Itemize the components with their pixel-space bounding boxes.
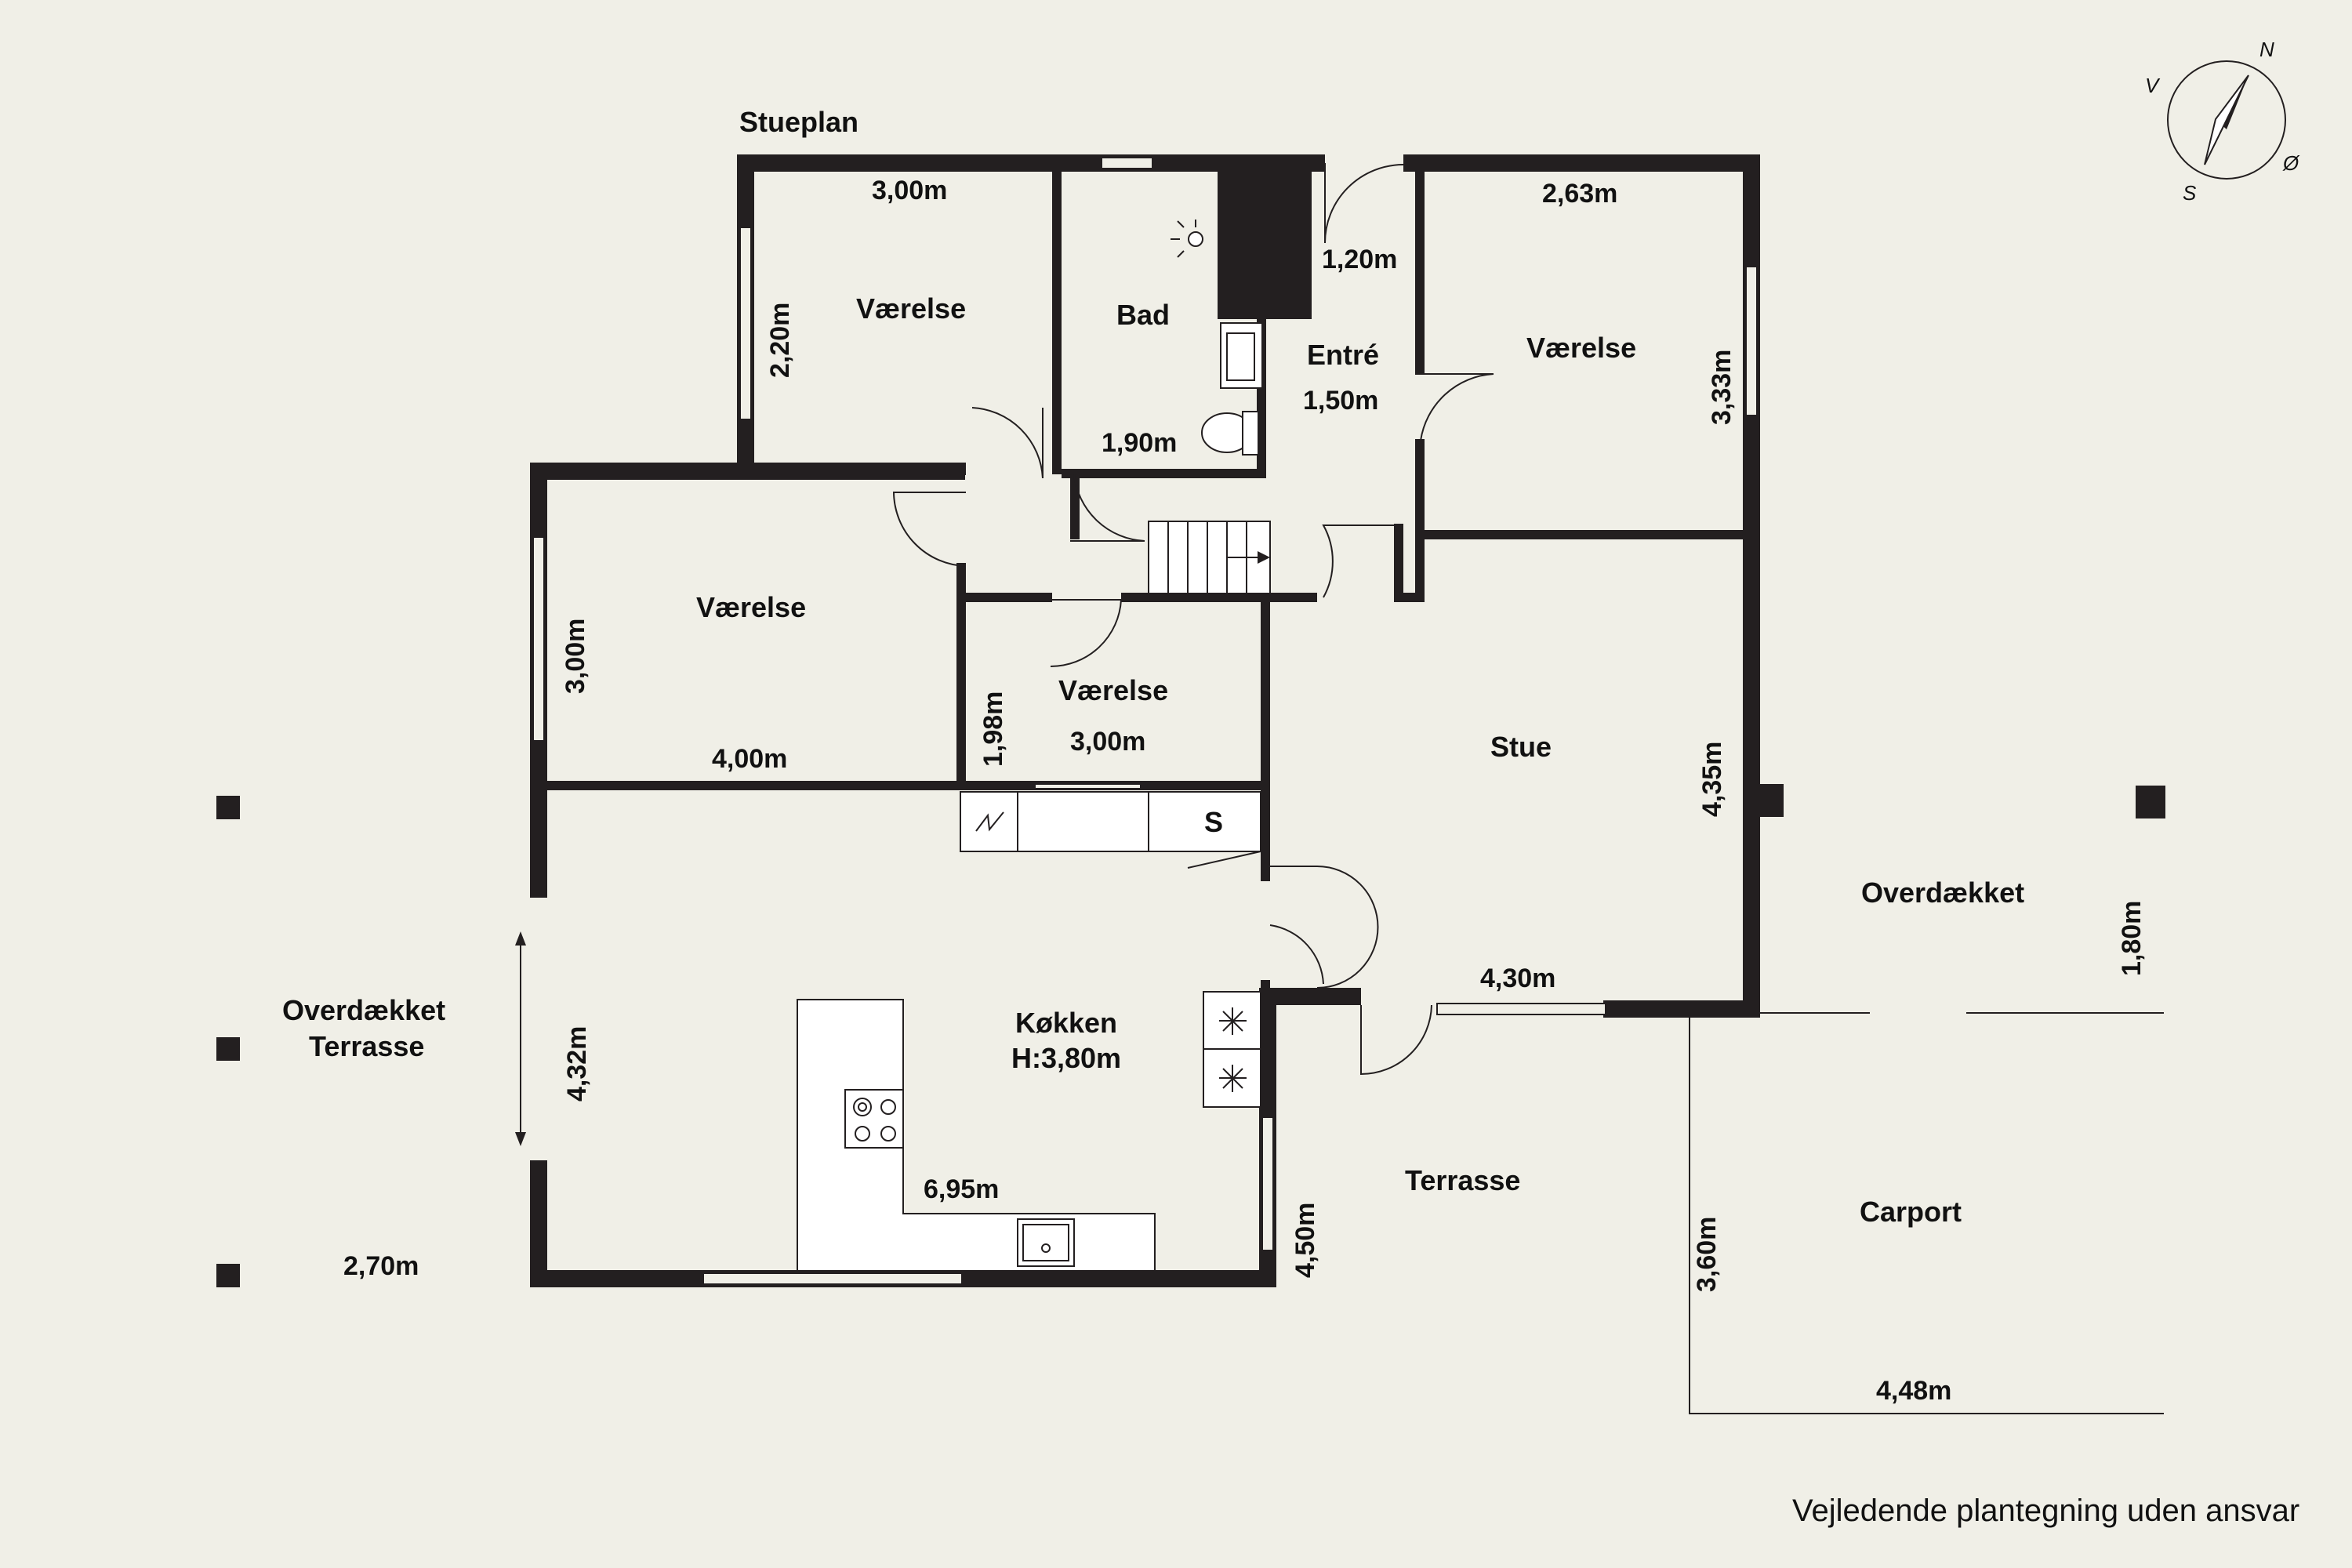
door-swings: [892, 163, 1494, 1076]
room-overdaekket-terrasse-1: Overdækket: [282, 994, 445, 1026]
kitchen-s-mark: S: [1204, 806, 1223, 838]
dim-entre-w: 1,50m: [1303, 386, 1378, 416]
exterior-lines: [515, 931, 2164, 1414]
compass-s: S: [2183, 181, 2197, 205]
room-carport: Carport: [1860, 1196, 1962, 1228]
dim-kokken-h: 4,32m: [562, 1026, 592, 1102]
labels: Stueplan Værelse 3,00m 2,20m Bad 1,90m 1…: [282, 106, 2299, 1528]
shower-rays: [1171, 220, 1196, 258]
dim-vaerelse-ne-h: 3,33m: [1707, 350, 1737, 425]
dim-carport-h: 3,60m: [1692, 1217, 1722, 1292]
room-vaerelse-nw: Værelse: [856, 292, 966, 325]
dim-overdaekket-h: 1,80m: [2117, 901, 2147, 976]
room-entre: Entré: [1307, 339, 1379, 371]
room-vaerelse-small: Værelse: [1058, 674, 1168, 706]
sink-icon: [1220, 322, 1263, 389]
dim-terrasse-w: 2,70m: [343, 1251, 419, 1281]
dim-vaerelse-small-h: 1,98m: [978, 691, 1008, 767]
dim-vaerelse-ne-w: 2,63m: [1542, 179, 1617, 209]
dim-vaerelse-small-w: 3,00m: [1070, 727, 1145, 757]
room-overdaekket: Overdækket: [1861, 877, 2024, 909]
plan-title: Stueplan: [739, 106, 858, 138]
dim-entre-top: 1,20m: [1322, 245, 1397, 274]
room-overdaekket-terrasse-2: Terrasse: [309, 1030, 424, 1062]
shower-icon: [1188, 231, 1203, 247]
compass-o: Ø: [2282, 151, 2300, 175]
dim-vaerelse-nw-h: 2,20m: [765, 303, 795, 378]
bathroom-fixtures: [1171, 220, 1263, 456]
dim-bad-w: 1,90m: [1102, 428, 1177, 458]
room-stue: Stue: [1490, 731, 1552, 763]
room-terrasse: Terrasse: [1405, 1164, 1520, 1196]
electric-panel-icon: [975, 811, 1004, 832]
freezer-icon: [1219, 1007, 1247, 1092]
room-vaerelse-ne: Værelse: [1526, 332, 1636, 364]
dim-vaerelse-w-h: 3,00m: [561, 619, 590, 694]
room-vaerelse-w: Værelse: [696, 591, 806, 623]
windows: [532, 157, 1758, 1285]
room-bad: Bad: [1116, 299, 1170, 331]
compass-v: V: [2145, 74, 2161, 97]
compass-n: N: [2259, 38, 2274, 61]
compass: N S V Ø: [2145, 38, 2300, 205]
kitchen-fixtures: [797, 791, 1261, 1272]
dim-stue-h: 4,35m: [1697, 742, 1727, 817]
room-kokken-height: H:3,80m: [1011, 1042, 1121, 1074]
dim-vaerelse-nw-w: 3,00m: [872, 176, 947, 205]
compass-icon: [2167, 60, 2286, 180]
dim-vaerelse-w-w: 4,00m: [712, 744, 787, 774]
dim-stue-w: 4,30m: [1480, 964, 1555, 993]
dim-kokken-east: 4,50m: [1290, 1203, 1320, 1278]
stairs: [1148, 521, 1271, 594]
dim-carport-w: 4,48m: [1876, 1376, 1951, 1406]
dim-kokken-w: 6,95m: [924, 1174, 999, 1204]
disclaimer: Vejledende plantegning uden ansvar: [1792, 1494, 2299, 1528]
posts: [216, 786, 2165, 1287]
room-kokken: Køkken: [1015, 1007, 1117, 1039]
